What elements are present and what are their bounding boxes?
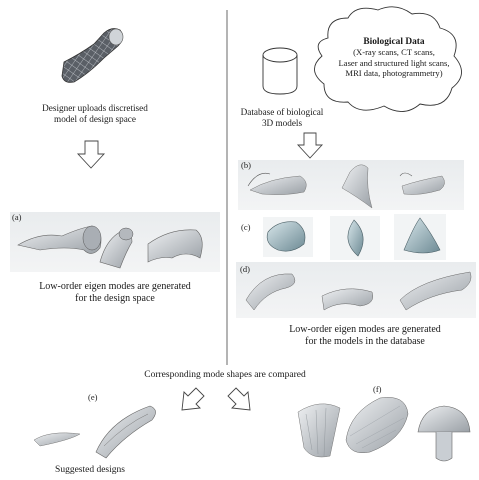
cloud-line-1: (X-ray scans, CT scans, (353, 47, 435, 58)
panel-e-suggested-shapes (33, 405, 156, 459)
panel-b-biological-shapes (247, 164, 445, 209)
database-caption-line-2: 3D models (261, 118, 303, 128)
database-caption: Database of biological 3D models (232, 107, 332, 129)
compare-caption: Corresponding mode shapes are compared (144, 370, 306, 380)
right-eigen-caption: Low-order eigen modes are generated for … (255, 324, 475, 348)
database-caption-line-1: Database of biological (240, 107, 324, 117)
panel-d-eigen-mode-shapes (245, 271, 472, 311)
design-space-mesh-model (61, 28, 124, 83)
panel-f-label: (f) (373, 384, 382, 394)
upload-caption-line-1: Designer uploads discretised (42, 103, 148, 113)
compare-arrow-left (181, 387, 205, 411)
panel-c-teal-shapes (263, 214, 446, 260)
panel-b-label: (b) (241, 160, 251, 170)
suggested-caption: Suggested designs (55, 465, 125, 475)
left-eigen-caption-line-2: for the design space (75, 293, 155, 304)
panel-e-label: (e) (88, 392, 98, 402)
down-arrow-left (76, 140, 106, 169)
panel-a-eigen-mode-shapes (17, 225, 203, 269)
biological-data-cloud (314, 6, 462, 112)
panel-a-label: (a) (12, 212, 22, 222)
cloud-line-3: MRI data, photogrammetry) (345, 68, 443, 79)
upload-caption-line-2: model of design space (54, 114, 136, 124)
cloud-line-2: Laser and structured light scans, (338, 57, 450, 68)
cloud-text: Biological Data (X-ray scans, CT scans, … (326, 37, 462, 79)
cloud-title: Biological Data (363, 37, 425, 47)
database-cylinder-icon (262, 47, 298, 95)
panel-d-label: (d) (240, 264, 250, 274)
compare-arrow-right (227, 387, 251, 411)
panel-c-label: (c) (241, 222, 251, 232)
upload-caption: Designer uploads discretised model of de… (20, 103, 170, 125)
down-arrow-right (296, 132, 324, 159)
panel-f-shapes (297, 397, 471, 462)
left-eigen-caption-line-1: Low-order eigen modes are generated (39, 281, 191, 292)
left-eigen-caption: Low-order eigen modes are generated for … (10, 281, 220, 305)
right-eigen-caption-line-2: for the models in the database (305, 336, 425, 347)
right-eigen-caption-line-1: Low-order eigen modes are generated (289, 324, 441, 335)
